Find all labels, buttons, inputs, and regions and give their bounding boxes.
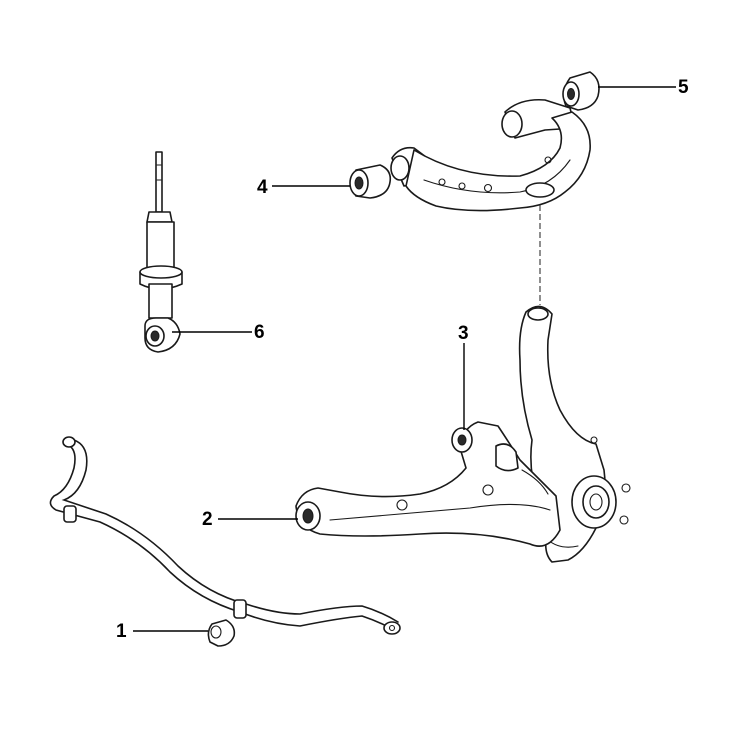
upper-arm-bushing-rear <box>562 71 600 111</box>
callout-2: 2 <box>202 509 213 530</box>
lower-control-arm <box>295 421 561 547</box>
stabilizer-bushing <box>207 619 236 647</box>
upper-arm-bushing-front <box>349 164 392 199</box>
callout-6: 6 <box>254 322 265 343</box>
callout-4: 4 <box>257 177 268 198</box>
callout-5: 5 <box>678 77 689 98</box>
upper-control-arm <box>390 98 591 212</box>
callout-1: 1 <box>116 621 127 642</box>
callout-3: 3 <box>458 323 469 344</box>
shock-absorber <box>139 151 183 353</box>
stabilizer-bar <box>49 436 401 635</box>
